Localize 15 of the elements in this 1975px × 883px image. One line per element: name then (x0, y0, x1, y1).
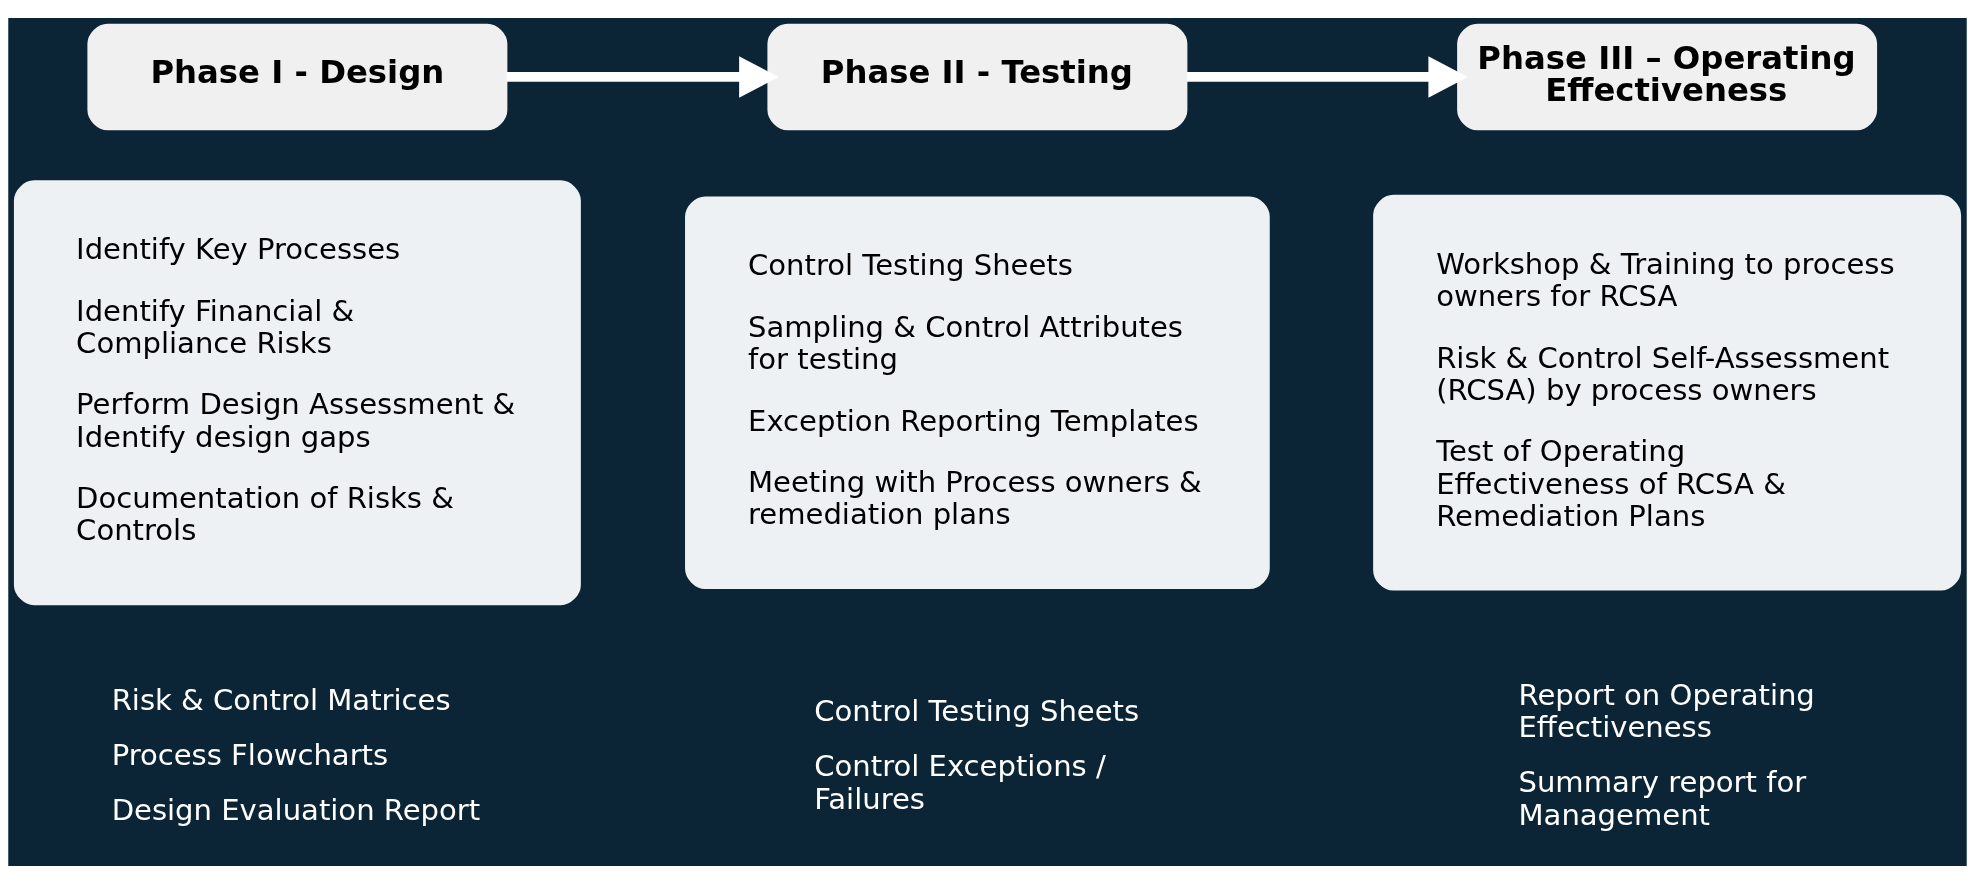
node-label: Report on Operating Effectiveness (1518, 677, 1815, 744)
arrow (1186, 55, 1468, 98)
node-label: Design Evaluation Report (111, 792, 481, 827)
node-box: Identify Key Processes Identify Financial & Compliance Risks Perform Design Assessment & Identify design gaps Documentation of Risks & Controls (13, 179, 581, 605)
node-label: Summary report for Management (1518, 764, 1807, 832)
node-box: Phase I - Design (87, 23, 508, 130)
node-box: Workshop & Training to process owners for RCSA Risk & Control Self-Assessment (RCSA) by process owners Test of Operating Effectiveness of RCSA & Remediation Plans (1373, 194, 1962, 591)
node-box: Control Testing Sheets Sampling & Control Attributes for testing Exception Reporting Templates Meeting with Process owners & remediation plans (685, 196, 1270, 589)
node-label: Process Flowcharts (111, 737, 389, 772)
node-box: Phase II - Testing (767, 23, 1188, 130)
node-box: Phase III – Operating Effectiveness (1457, 23, 1878, 130)
node-label: Risk & Control Matrices (111, 682, 451, 717)
node-label: Control Exceptions / Failures (814, 748, 1106, 815)
arrow (506, 55, 779, 98)
node-label: Control Testing Sheets (814, 693, 1140, 728)
